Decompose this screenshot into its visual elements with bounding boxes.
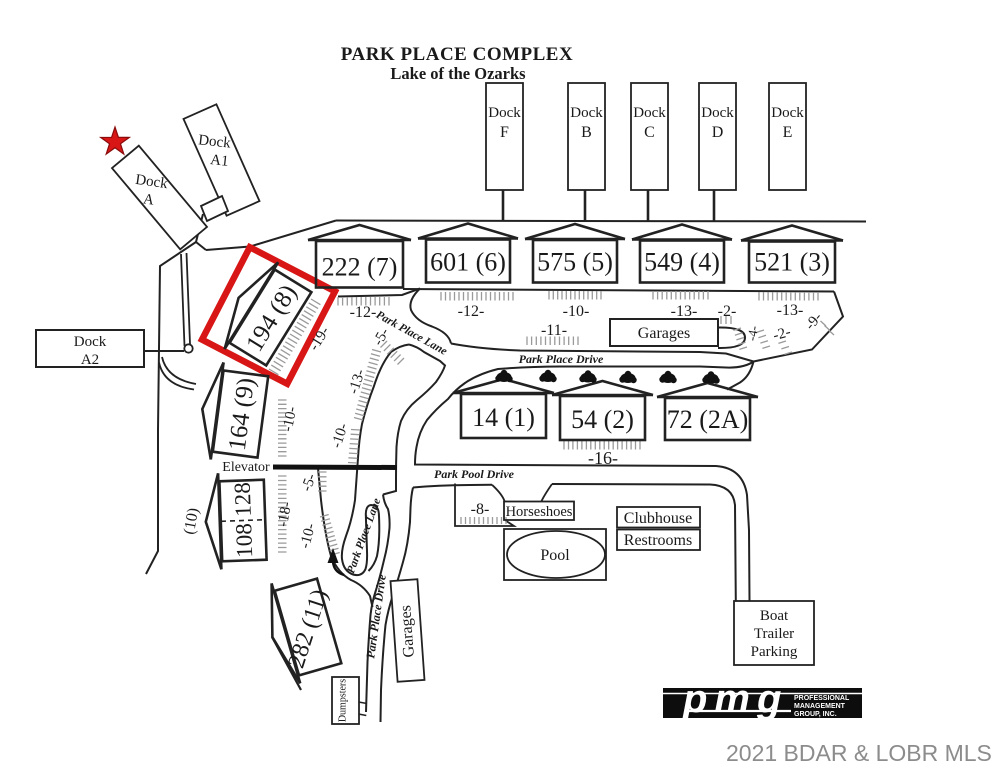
svg-text:PROFESSIONAL: PROFESSIONAL — [794, 695, 850, 702]
svg-text:-10-: -10- — [280, 405, 301, 433]
svg-text:Lake of the Ozarks: Lake of the Ozarks — [390, 64, 526, 83]
svg-text:-18-: -18- — [275, 501, 295, 528]
svg-text:601 (6): 601 (6) — [430, 248, 506, 277]
svg-text:Dock: Dock — [488, 105, 521, 121]
svg-text:Dock: Dock — [633, 105, 666, 121]
svg-text:Trailer: Trailer — [754, 626, 794, 642]
svg-text:D: D — [712, 124, 724, 141]
svg-text:B: B — [581, 124, 592, 141]
svg-text:Park Place Drive: Park Place Drive — [519, 352, 604, 366]
svg-text:Horseshoes: Horseshoes — [506, 504, 573, 520]
svg-text:Dock: Dock — [197, 132, 231, 151]
svg-text:(10): (10) — [181, 507, 202, 536]
svg-text:Pool: Pool — [540, 547, 570, 564]
svg-text:-2-: -2- — [771, 324, 792, 344]
svg-text:Dock: Dock — [134, 172, 169, 192]
svg-text:549 (4): 549 (4) — [644, 248, 720, 277]
svg-text:Boat: Boat — [760, 608, 789, 624]
svg-text:MANAGEMENT: MANAGEMENT — [794, 703, 846, 710]
svg-text:-10-: -10- — [563, 303, 590, 320]
svg-text:128: 128 — [230, 482, 256, 517]
svg-text:222 (7): 222 (7) — [322, 253, 398, 282]
svg-text:Park Pool Drive: Park Pool Drive — [434, 467, 515, 481]
svg-text:C: C — [644, 124, 655, 141]
svg-text:Clubhouse: Clubhouse — [624, 510, 692, 527]
svg-text:E: E — [783, 124, 793, 141]
svg-text:54 (2): 54 (2) — [571, 405, 634, 434]
svg-text:Dumpsters: Dumpsters — [338, 679, 349, 722]
svg-text:-8-: -8- — [471, 501, 490, 518]
svg-text:Dock: Dock — [570, 105, 603, 121]
svg-text:-10-: -10- — [329, 421, 352, 450]
svg-text:-12-: -12- — [458, 303, 485, 320]
svg-text:-4-: -4- — [744, 324, 761, 342]
svg-text:108: 108 — [231, 523, 257, 558]
svg-text:A2: A2 — [81, 352, 99, 368]
svg-text:-10-: -10- — [297, 522, 319, 550]
svg-text:-13-: -13- — [671, 303, 698, 320]
svg-text:Parking: Parking — [751, 644, 798, 660]
svg-text:-12-: -12- — [350, 304, 377, 321]
svg-text:72 (2A): 72 (2A) — [667, 405, 749, 434]
svg-text:-5-: -5- — [370, 325, 393, 348]
svg-text:Dock: Dock — [74, 334, 107, 350]
svg-text:Restrooms: Restrooms — [624, 532, 692, 549]
svg-text:521 (3): 521 (3) — [754, 248, 830, 277]
svg-text:2021 BDAR & LOBR MLS: 2021 BDAR & LOBR MLS — [726, 740, 992, 766]
svg-text:-13-: -13- — [346, 367, 369, 396]
svg-text:pmg: pmg — [682, 677, 788, 721]
svg-text:A: A — [142, 191, 155, 208]
svg-text:PARK PLACE COMPLEX: PARK PLACE COMPLEX — [341, 44, 573, 65]
svg-text:-2-: -2- — [718, 303, 737, 320]
svg-text:-16-: -16- — [588, 448, 618, 468]
svg-text:575 (5): 575 (5) — [537, 248, 613, 277]
svg-text:F: F — [500, 124, 509, 141]
svg-text:-5-: -5- — [299, 472, 320, 494]
svg-text:14 (1): 14 (1) — [472, 403, 535, 432]
svg-text:A1: A1 — [209, 152, 229, 170]
svg-text:Dock: Dock — [771, 105, 804, 121]
svg-text:-11-: -11- — [541, 322, 567, 339]
svg-text:-13-: -13- — [777, 302, 804, 319]
svg-text:Garages: Garages — [397, 605, 418, 658]
svg-text:Garages: Garages — [638, 325, 690, 342]
svg-text:Dock: Dock — [701, 105, 734, 121]
svg-text:GROUP, INC.: GROUP, INC. — [794, 711, 837, 718]
svg-text:Elevator: Elevator — [222, 460, 270, 475]
